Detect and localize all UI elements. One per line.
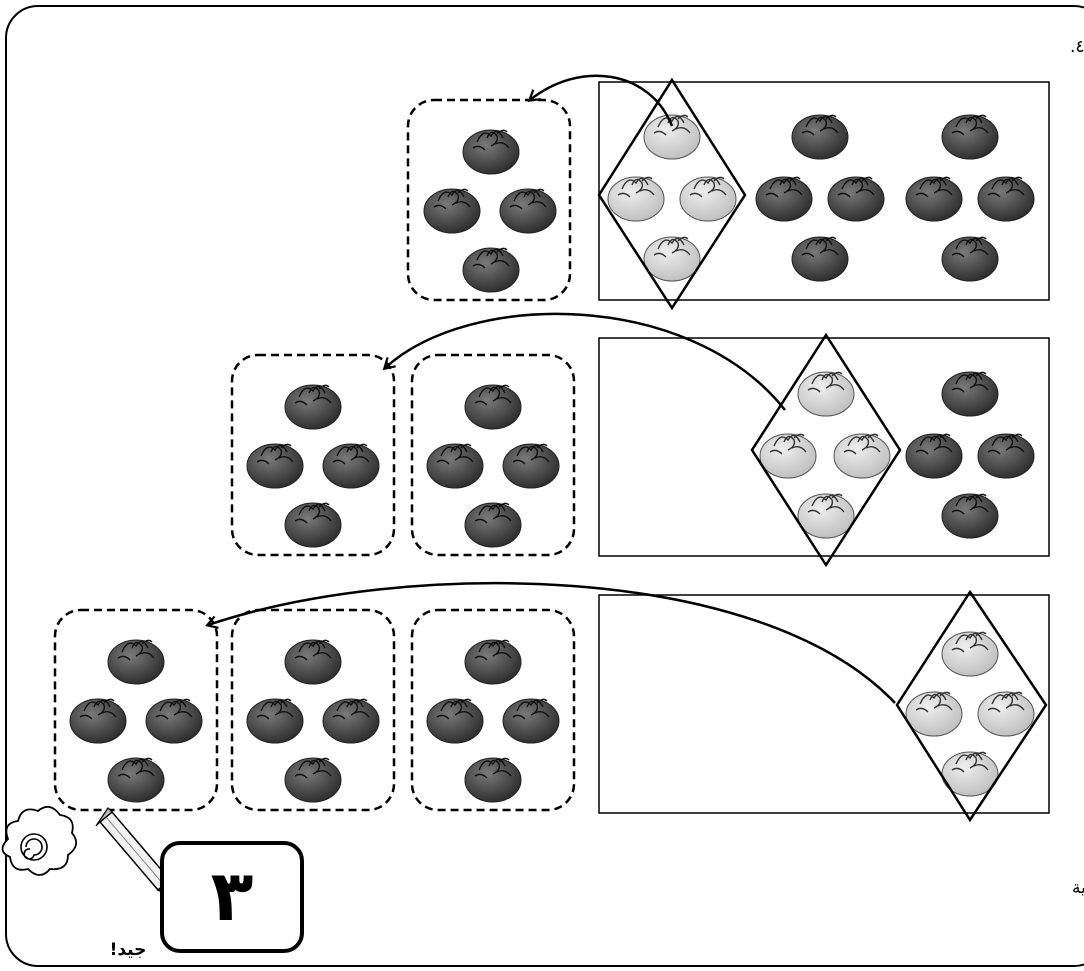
tomato-icon [941,631,999,677]
tomato-icon [827,176,885,222]
tomato-icon [679,176,737,222]
container [410,353,576,557]
tomato-icon [607,176,665,222]
tomato-icon [464,502,522,548]
tomato-icon [423,188,481,234]
tomato-icon [464,384,522,430]
row-2 [230,312,1050,568]
tomato-icon [797,493,855,539]
tomato-icon [941,371,999,417]
tomato-icon [791,114,849,160]
tomato-icon [462,247,520,293]
tomato-icon [502,698,560,744]
tomato-icon [977,691,1035,737]
tomato-icon [107,639,165,685]
tomato-icon [905,433,963,479]
tomato-icon [755,176,813,222]
container [230,353,396,557]
tomato-icon [246,698,304,744]
container-tomatoes [246,384,380,548]
tomato-icon [426,698,484,744]
tomato-icon [284,502,342,548]
tomato-icon [145,698,203,744]
container [230,608,396,812]
row-1 [406,74,1050,311]
tomato-icon [941,236,999,282]
tomato-group [905,114,1035,282]
tomato-icon [499,188,557,234]
curved-arrow [527,74,674,127]
question-text: إذا وضعنا عدد ١٢ من الطماطم بحيث يكون بك… [1072,877,1084,898]
container-tomatoes [423,129,557,293]
tomato-icon [905,691,963,737]
container [410,608,576,812]
row-3 [53,581,1050,823]
tomato-icon [977,176,1035,222]
tomato-icon [284,757,342,803]
tomato-icon [246,443,304,489]
praise-text: جيد! [110,940,147,960]
source-box [598,81,1050,301]
answer-box[interactable] [160,841,304,953]
tomato-icon [462,129,520,175]
tomato-icon [941,493,999,539]
container-tomatoes [69,639,203,803]
tomato-icon [284,639,342,685]
curved-arrow [205,581,896,704]
selection-diamond [750,332,902,568]
tomato-icon [426,443,484,489]
container-tomatoes [426,639,560,803]
flower-icon [1,805,78,876]
tomato-icon [905,176,963,222]
tomato-icon [322,698,380,744]
tomato-icon [977,433,1035,479]
selection-diamond [597,77,747,311]
curved-arrow [382,312,786,411]
tomato-icon [941,114,999,160]
tomato-icon [69,698,127,744]
instruction-text: سوف نقسم عدد ١٢ من الطماطم بحيث يكون بكل… [1070,37,1084,57]
tomato-group [755,114,885,282]
tomato-icon [284,384,342,430]
tomato-icon [107,757,165,803]
answer-value: ٣ [211,855,254,937]
source-box [598,594,1050,814]
tomato-icon [643,236,701,282]
worksheet-frame [5,5,1084,967]
tomato-icon [643,114,701,160]
tomato-icon [833,433,891,479]
container-tomatoes [246,639,380,803]
tomato-icon [791,236,849,282]
tomato-icon [464,639,522,685]
tomato-icon [322,443,380,489]
tomato-group [905,371,1035,539]
container-tomatoes [426,384,560,548]
tomato-icon [502,443,560,489]
tomato-group-selected [759,371,891,539]
tomato-icon [797,371,855,417]
selection-diamond [895,589,1048,823]
container [406,98,572,302]
container [53,608,219,812]
tomato-icon [464,757,522,803]
tomato-group-selected [607,114,737,282]
tomato-icon [759,433,817,479]
